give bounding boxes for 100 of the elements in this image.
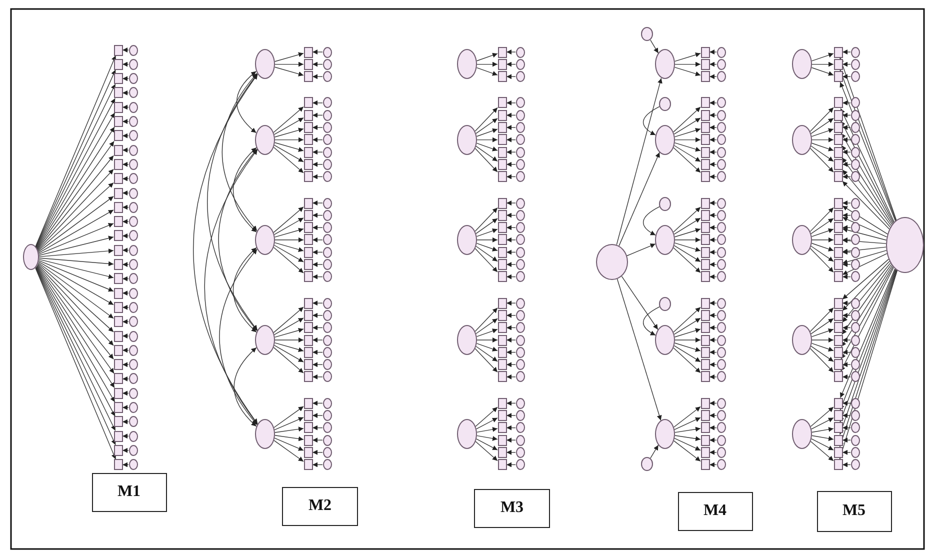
indicator-box [834,371,842,382]
arrow [709,350,717,355]
indicator-box [700,171,710,182]
arrow [122,319,129,324]
arrow [811,438,834,450]
arrow [842,137,851,142]
arrow [122,290,129,296]
indicator-box [834,346,842,358]
indicator-box [114,188,122,198]
arrow [842,150,851,155]
error-term-circle [128,359,138,370]
error-term-circle [516,97,524,108]
arrow [812,137,834,142]
indicator-box [304,422,312,434]
arrow [709,237,717,242]
error-term-circle [716,346,726,358]
error-term-circle [516,446,524,458]
indicator-box [498,58,506,70]
arrow [312,425,323,430]
arrow [674,145,701,162]
indicator-box [304,371,312,382]
error-term-circle [128,244,138,256]
error-term-circle [128,173,138,184]
arrow [810,307,834,332]
arrow [273,106,304,133]
arrow [842,264,892,335]
error-term-circle [516,422,524,434]
arrow [841,265,892,348]
arrow [674,342,701,352]
error-term-circle [322,234,332,246]
arrow [709,250,717,255]
indicator-box [498,371,506,382]
indicator-box [498,422,506,434]
indicator-box [498,222,506,234]
indicator-box [700,459,710,470]
indicator-box [834,134,842,146]
arrow [122,448,129,453]
error-term-circle [850,259,860,270]
indicator-box [700,246,710,258]
arrow [38,236,114,256]
indicator-box [304,359,312,370]
arrow [842,200,851,206]
error-term-circle [128,373,138,384]
arrow [476,137,498,142]
arrow [842,162,851,167]
arrow [474,148,498,172]
indicator-box [114,344,122,356]
double-headed-arrow [219,248,258,426]
arrow [709,325,717,330]
arrow [811,342,834,352]
indicator-box [114,144,122,156]
error-term-circle [128,402,138,413]
indicator-box [834,459,842,470]
indicator-box [700,398,710,409]
latent-variable-ellipse [792,49,812,80]
indicator-box [498,410,506,421]
arrow [812,62,834,67]
arrow [674,440,701,462]
indicator-box [304,110,312,121]
indicator-box [498,298,506,309]
arrow [673,306,701,332]
error-term-circle [716,210,726,221]
arrow [312,362,323,368]
error-term-circle [322,422,332,434]
arrow [274,318,304,335]
arrow [842,400,851,406]
arrow [709,225,717,230]
error-term-circle [322,410,332,421]
arrow [842,169,891,228]
arrow [312,112,323,118]
arrow [122,219,129,224]
arrow [810,346,834,362]
arrow [506,74,516,80]
indicator-box [498,310,506,321]
indicator-box [304,246,312,258]
indicator-box [498,246,506,258]
indicator-box [304,446,312,458]
error-term-circle [716,58,726,70]
indicator-box [114,373,122,384]
error-term-circle [516,371,524,382]
error-term-circle [322,134,332,146]
indicator-box [114,302,122,313]
arrow [506,62,516,67]
error-term-circle [850,271,860,282]
arrow [674,218,701,235]
error-term-circle [322,198,332,208]
error-term-circle [716,198,726,208]
double-headed-arrow [234,347,257,427]
arrow [312,262,323,267]
indicator-box [304,259,312,270]
error-term-circle [516,334,524,346]
latent-variable-ellipse [457,124,477,155]
arrow [709,112,717,118]
arrow [122,62,129,67]
indicator-box [114,173,122,184]
arrow [709,400,717,406]
arrow [811,142,834,152]
error-term-circle [716,71,726,82]
error-term-circle [128,188,138,198]
arrow [37,168,114,251]
